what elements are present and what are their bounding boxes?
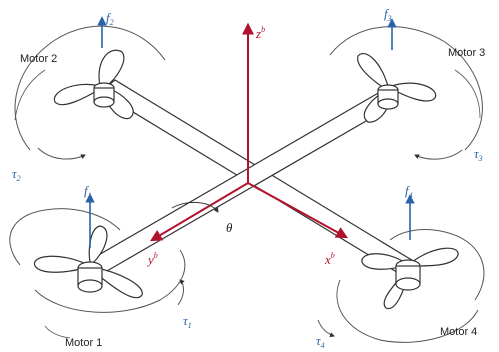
tau2-label: τ2 — [12, 166, 21, 183]
tau4-label: τ4 — [316, 333, 325, 350]
motor-1-swirl — [9, 208, 121, 266]
f1-label: f1 — [84, 183, 92, 200]
motor-4-torque-arrow — [317, 319, 335, 338]
motor-3-swirl — [329, 26, 483, 151]
motor-4-label: Motor 4 — [440, 326, 477, 338]
y-axis-arrow — [149, 182, 249, 242]
motor-2-prop — [53, 49, 134, 120]
body-axes — [149, 22, 349, 242]
y-axis-label: yb — [146, 251, 158, 267]
torque-swirls — [9, 25, 485, 343]
x-axis-arrow — [247, 182, 349, 239]
motor-2-torque-arrow — [37, 147, 86, 160]
motor-3-label: Motor 3 — [448, 47, 485, 59]
z-axis-label: zb — [255, 25, 265, 41]
f2-label: f2 — [106, 10, 114, 27]
theta-label: θ — [226, 220, 233, 235]
thrust-arrows — [85, 16, 415, 248]
theta-rotation — [171, 202, 219, 213]
motor-2-swirl — [14, 25, 166, 151]
propellers — [33, 49, 459, 310]
motor-2-label: Motor 2 — [20, 53, 57, 65]
x-axis-label: xb — [324, 251, 335, 267]
theta-arc — [171, 202, 219, 213]
tau3-label: τ3 — [474, 146, 483, 163]
motor-1-torque-arrow — [177, 279, 185, 306]
motor-3-prop — [357, 53, 437, 123]
motor-4-swirl — [389, 229, 485, 301]
tau1-label: τ1 — [183, 313, 192, 330]
f4-label: f4 — [405, 183, 413, 200]
motor-1-label: Motor 1 — [65, 337, 102, 349]
arm-3-to-1 — [89, 91, 393, 276]
motor-1-prop — [33, 225, 143, 299]
f3-label: f3 — [384, 6, 392, 23]
motor-4-prop — [361, 247, 459, 310]
motor-3-torque-arrow — [414, 149, 463, 160]
labels: Motor 2 Motor 3 Motor 1 Motor 4 f2 f3 f1… — [12, 6, 485, 350]
